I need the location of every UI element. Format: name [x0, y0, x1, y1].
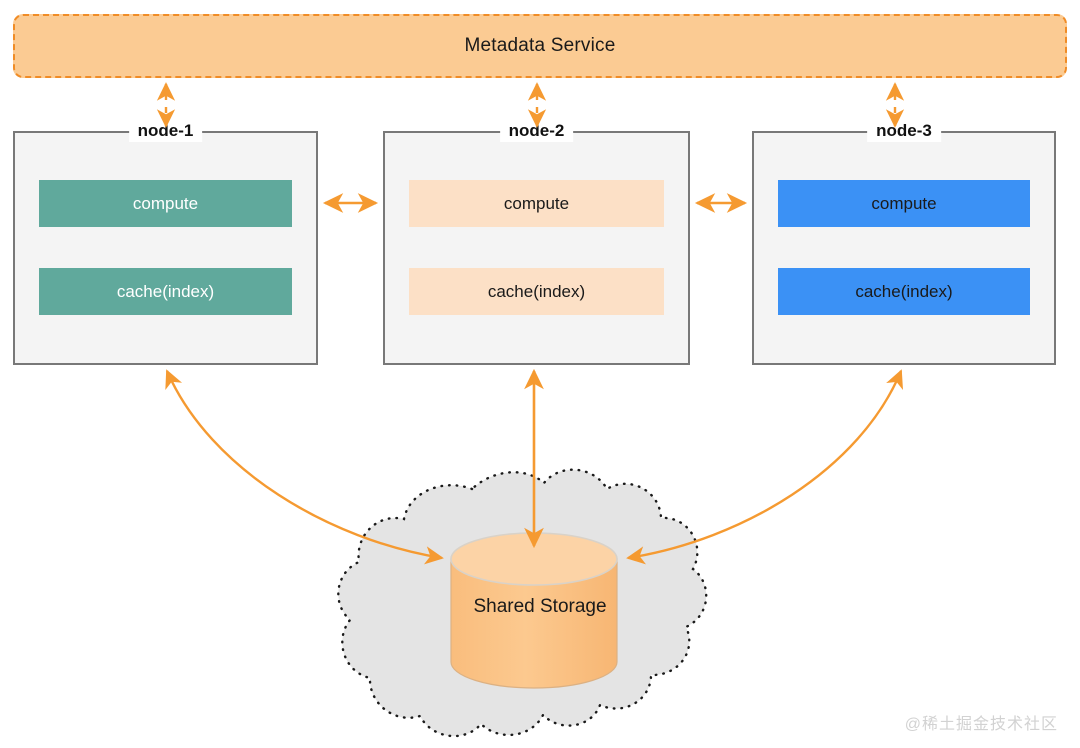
node-3-compute-label: compute [871, 193, 937, 213]
node-2-cache-block[interactable]: cache(index) [409, 268, 664, 315]
node-3-cache-label: cache(index) [855, 281, 953, 301]
watermark: @稀土掘金技术社区 [904, 716, 1058, 733]
node-3-compute-block[interactable]: compute [778, 180, 1030, 227]
node-1-cache-label: cache(index) [116, 281, 215, 301]
node-box-2[interactable]: node-2 compute cache(index) [383, 120, 690, 365]
node-2-compute-block[interactable]: compute [409, 180, 664, 227]
node-1-compute-block[interactable]: compute [39, 180, 292, 227]
node-title-1: node-1 [128, 120, 203, 142]
node-box-3[interactable]: node-3 compute cache(index) [752, 120, 1056, 365]
metadata-service-label: Metadata Service [464, 35, 616, 56]
metadata-service-box[interactable]: Metadata Service [13, 14, 1067, 78]
connector-node3-storage [626, 369, 903, 565]
node-title-2: node-2 [499, 120, 574, 142]
node-1-cache-block[interactable]: cache(index) [39, 268, 292, 315]
node-title-3: node-3 [867, 120, 941, 142]
node-3-cache-block[interactable]: cache(index) [778, 268, 1030, 315]
node-box-1[interactable]: node-1 compute cache(index) [13, 120, 318, 365]
node-2-compute-label: compute [503, 193, 570, 213]
node-2-cache-label: cache(index) [487, 281, 586, 301]
node-1-compute-label: compute [132, 193, 199, 213]
storage-label: Shared Storage [473, 596, 607, 617]
connector-node1-storage [165, 369, 444, 565]
